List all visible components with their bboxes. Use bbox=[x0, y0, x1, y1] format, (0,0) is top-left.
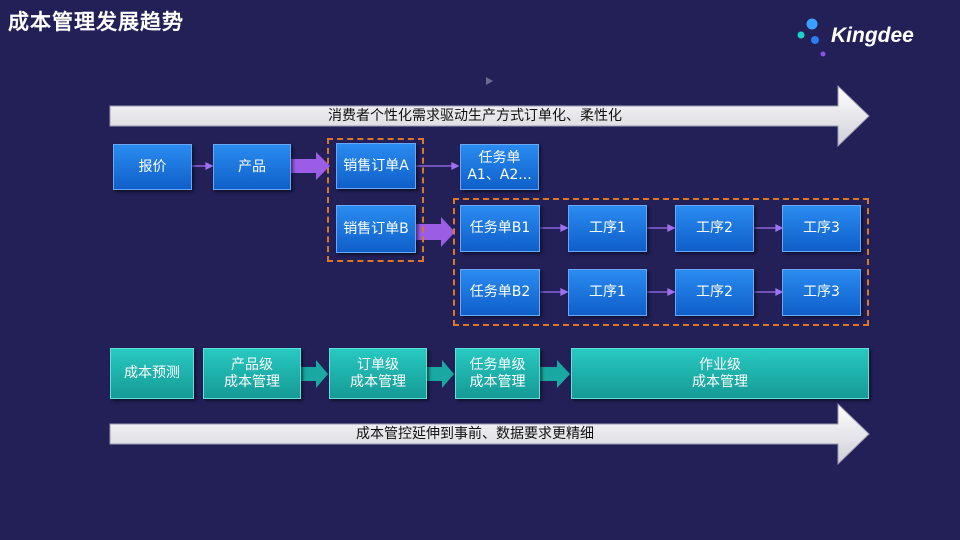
small-triangle-icon bbox=[486, 77, 493, 85]
task-a-label-2: A1、A2... bbox=[467, 167, 532, 183]
product-box: 产品 bbox=[213, 144, 291, 190]
page-title: 成本管理发展趋势 bbox=[8, 10, 184, 34]
b1-step-2-label: 工序2 bbox=[696, 220, 733, 236]
purple-chevron-1 bbox=[291, 152, 330, 180]
bottom-band-label: 成本管控延伸到事前、数据要求更精细 bbox=[356, 426, 594, 442]
top-band-label: 消费者个性化需求驱动生产方式订单化、柔性化 bbox=[328, 108, 622, 124]
b2-step-1-label: 工序1 bbox=[589, 284, 626, 300]
logo-dots-icon bbox=[797, 18, 826, 57]
b1-step-2-box: 工序2 bbox=[675, 205, 754, 252]
task-b1-label: 任务单B1 bbox=[469, 220, 531, 236]
cost-forecast-label: 成本预测 bbox=[124, 365, 180, 381]
task-level-box: 任务单级 成本管理 bbox=[455, 348, 540, 399]
task-a-box: 任务单 A1、A2... bbox=[460, 144, 539, 190]
operation-level-box: 作业级 成本管理 bbox=[571, 348, 869, 399]
b2-step-1-box: 工序1 bbox=[568, 269, 647, 316]
b1-step-3-label: 工序3 bbox=[803, 220, 840, 236]
b1-step-1-label: 工序1 bbox=[589, 220, 626, 236]
order-level-label-1: 订单级 bbox=[357, 356, 399, 373]
task-level-label-1: 任务单级 bbox=[469, 356, 526, 373]
sales-order-a-label: 销售订单A bbox=[343, 157, 409, 174]
b2-step-3-label: 工序3 bbox=[803, 284, 840, 300]
task-b-group bbox=[453, 198, 869, 326]
b2-step-3-box: 工序3 bbox=[782, 269, 861, 316]
purple-chevron-2 bbox=[416, 217, 455, 247]
task-a-label-1: 任务单 bbox=[478, 150, 521, 166]
bottom-band-arrow bbox=[109, 402, 870, 466]
teal-chevron-1 bbox=[301, 360, 328, 388]
sales-order-b-label: 销售订单B bbox=[343, 220, 409, 237]
quote-label: 报价 bbox=[138, 158, 167, 175]
b2-step-2-label: 工序2 bbox=[696, 284, 733, 300]
product-level-label-1: 产品级 bbox=[231, 356, 273, 373]
sales-order-a-box: 销售订单A bbox=[336, 143, 416, 189]
b1-step-3-box: 工序3 bbox=[782, 205, 861, 252]
logo-text: Kingdee bbox=[831, 24, 914, 47]
kingdee-logo: Kingdee bbox=[795, 16, 935, 60]
teal-chevron-2 bbox=[427, 360, 454, 388]
cost-forecast-box: 成本预测 bbox=[110, 348, 194, 399]
teal-chevron-3 bbox=[540, 360, 570, 388]
product-level-box: 产品级 成本管理 bbox=[203, 348, 301, 399]
task-b2-label: 任务单B2 bbox=[469, 284, 531, 300]
b2-step-2-box: 工序2 bbox=[675, 269, 754, 316]
operation-level-label-2: 成本管理 bbox=[692, 373, 748, 390]
task-level-label-2: 成本管理 bbox=[469, 373, 526, 390]
task-b1-box: 任务单B1 bbox=[460, 205, 540, 252]
sales-order-group bbox=[327, 138, 424, 262]
order-level-label-2: 成本管理 bbox=[350, 373, 406, 390]
b1-step-1-box: 工序1 bbox=[568, 205, 647, 252]
quote-box: 报价 bbox=[113, 144, 192, 190]
order-level-box: 订单级 成本管理 bbox=[329, 348, 427, 399]
product-label: 产品 bbox=[238, 158, 266, 175]
task-b2-box: 任务单B2 bbox=[460, 269, 540, 316]
operation-level-label-1: 作业级 bbox=[699, 356, 741, 373]
product-level-label-2: 成本管理 bbox=[224, 373, 280, 390]
sales-order-b-box: 销售订单B bbox=[336, 205, 416, 253]
top-band-arrow bbox=[109, 84, 870, 148]
